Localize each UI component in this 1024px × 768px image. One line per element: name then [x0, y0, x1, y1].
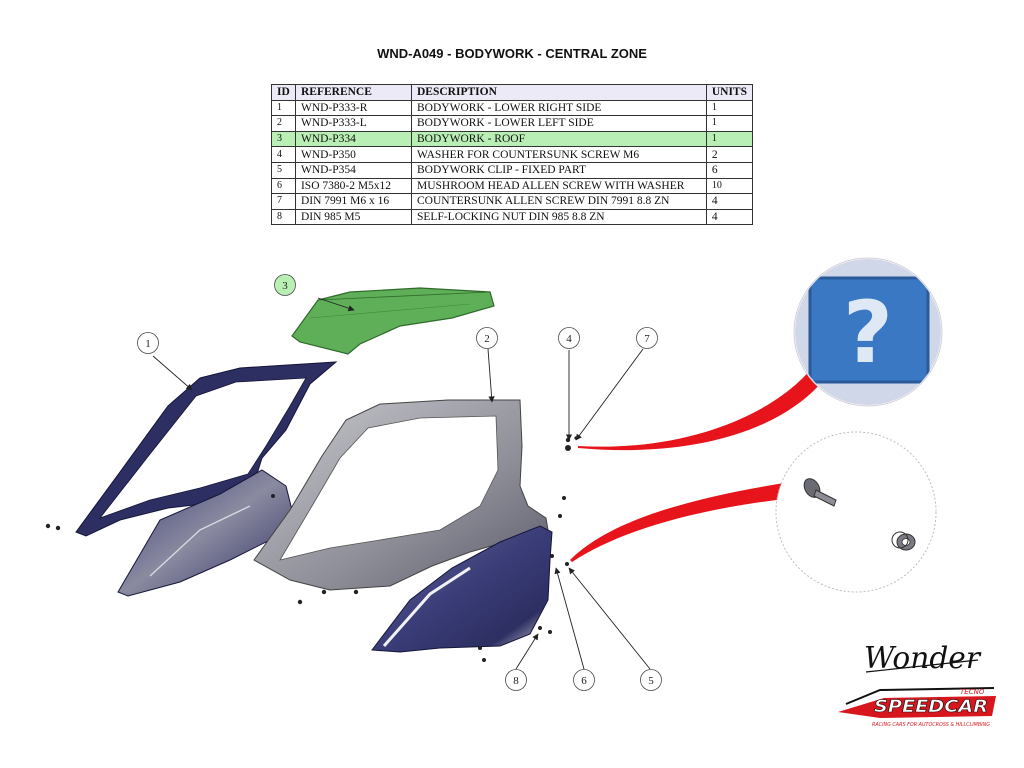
header-id: ID: [271, 84, 296, 101]
callout-4: 4: [558, 327, 580, 349]
row-reference: ISO 7380-2 M5x12: [294, 177, 413, 195]
svg-text:6: 6: [581, 675, 587, 687]
drawing-title: WND-A049 - BODYWORK - CENTRAL ZONE: [377, 46, 647, 61]
zoom-leaders: [570, 368, 822, 562]
leader-lines: [152, 297, 651, 670]
table-row: 1 WND-P333-R BODYWORK - LOWER RIGHT SIDE…: [271, 99, 754, 117]
zoom-bubble-parts: [775, 431, 937, 593]
row-description: BODYWORK - ROOF: [411, 130, 707, 148]
leader-6: [554, 567, 585, 670]
zoom-bubble-placeholder: ?: [793, 257, 943, 407]
svg-text:SPEEDCAR: SPEEDCAR: [874, 697, 988, 717]
table-row: 2 WND-P333-L BODYWORK - LOWER LEFT SIDE …: [271, 115, 754, 132]
row-reference: WND-P334: [294, 130, 413, 148]
row-reference: DIN 985 M5: [294, 208, 413, 226]
leader-7: [575, 348, 644, 441]
callout-5: 5: [640, 669, 662, 691]
svg-text:5: 5: [648, 675, 654, 687]
svg-text:1: 1: [145, 338, 151, 350]
table-row-highlighted: 3 WND-P334 BODYWORK - ROOF 1: [271, 130, 754, 148]
svg-text:TECNO: TECNO: [960, 688, 985, 696]
question-icon: ?: [843, 283, 893, 383]
table-header-row: ID REFERENCE DESCRIPTION UNITS: [271, 84, 754, 101]
leader-3: [317, 297, 355, 312]
row-units: 4: [705, 208, 754, 226]
callout-6: 6: [573, 669, 595, 691]
callout-8: 8: [505, 669, 527, 691]
fasteners: [45, 436, 578, 662]
screw-icon: [803, 478, 837, 507]
row-description: SELF-LOCKING NUT DIN 985 8.8 ZN: [411, 208, 707, 226]
callout-2: 2: [476, 327, 498, 349]
row-units: 10: [705, 177, 754, 195]
speedcar-logo: SPEEDCAR TECNO RACING CARS FOR AUTOCROSS…: [838, 687, 996, 728]
clip-icon: [891, 531, 916, 551]
row-description: BODYWORK - LOWER RIGHT SIDE: [411, 99, 707, 117]
leader-2: [487, 348, 495, 403]
table-row: 8 DIN 985 M5 SELF-LOCKING NUT DIN 985 8.…: [271, 208, 754, 226]
svg-text:2: 2: [484, 333, 490, 345]
roof-part-3: [291, 287, 495, 355]
callout-3: 3: [274, 274, 296, 296]
svg-text:7: 7: [644, 333, 650, 345]
header-description: DESCRIPTION: [411, 84, 707, 101]
table-row: 5 WND-P354 BODYWORK CLIP - FIXED PART 6: [271, 161, 754, 179]
svg-text:4: 4: [566, 333, 572, 345]
header-units: UNITS: [705, 84, 754, 101]
header-reference: REFERENCE: [294, 84, 413, 101]
row-reference: WND-P333-L: [294, 115, 413, 132]
callout-1: 1: [137, 332, 159, 354]
svg-text:3: 3: [282, 280, 288, 292]
leader-5: [568, 567, 651, 670]
row-reference: WND-P354: [294, 161, 413, 179]
svg-text:RACING CARS FOR AUTOCROSS & HI: RACING CARS FOR AUTOCROSS & HILLCLIMBING: [872, 722, 990, 728]
leader-8: [515, 633, 539, 670]
bodywork-part-1: [75, 361, 338, 597]
leader-1: [152, 355, 193, 391]
bodywork-part-2: [253, 399, 553, 653]
row-description: BODYWORK - LOWER LEFT SIDE: [411, 115, 707, 132]
parts-table: ID REFERENCE DESCRIPTION UNITS 1 WND-P33…: [271, 84, 754, 226]
callout-7: 7: [636, 327, 658, 349]
row-units: 1: [705, 99, 754, 117]
svg-text:8: 8: [513, 675, 519, 687]
row-units: 6: [705, 161, 754, 179]
wonder-logo: Wonder: [864, 641, 982, 676]
